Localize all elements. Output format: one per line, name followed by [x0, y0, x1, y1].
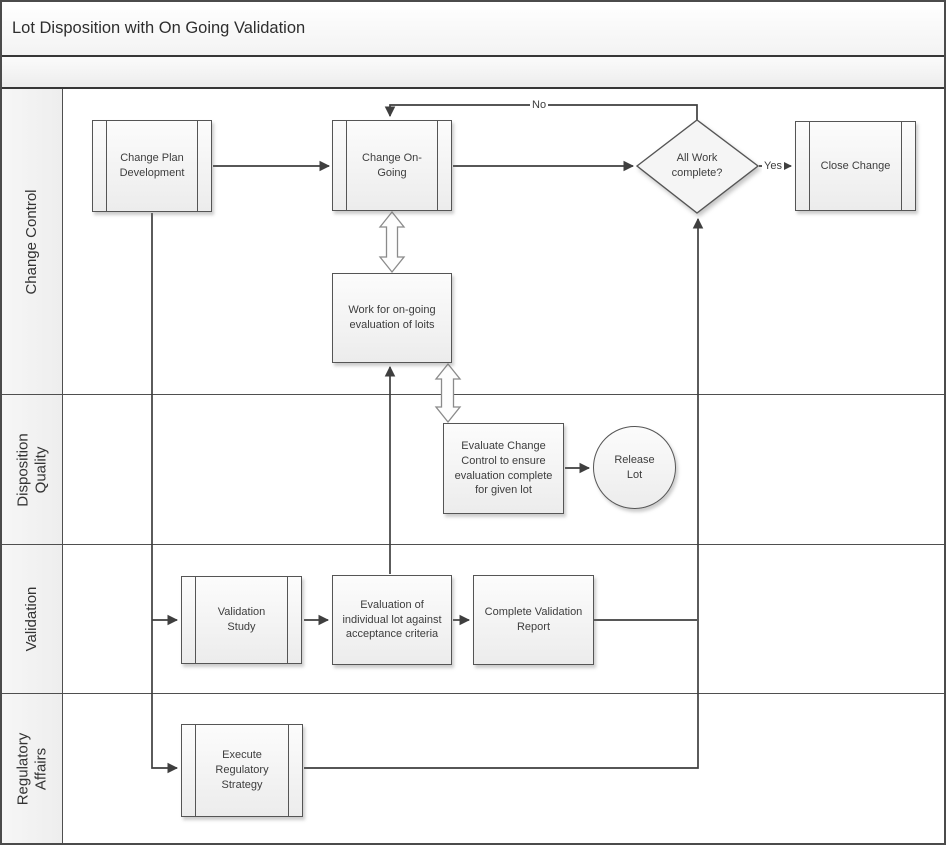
node-evaluate-change-control: Evaluate Change Control to ensure evalua… — [443, 423, 564, 514]
node-label: Change On-Going — [362, 151, 422, 179]
lane-header-regulatory-affairs: Regulatory Affairs — [2, 694, 63, 843]
lane-header-validation: Validation — [2, 545, 63, 693]
node-release-lot: Release Lot — [593, 426, 676, 509]
edge-label-yes: Yes — [762, 159, 784, 173]
diagram-title-bar: Lot Disposition with On Going Validation — [2, 2, 944, 57]
node-label: Evaluate Change Control to ensure evalua… — [454, 439, 553, 497]
lane-label-validation: Validation — [23, 586, 40, 652]
node-work-on-going-evaluation: Work for on-going evaluation of loits — [332, 273, 452, 363]
node-label: Validation Study — [217, 606, 266, 633]
node-label: Execute Regulatory Strategy — [215, 749, 269, 791]
lane-header-disposition-quality: Disposition Quality — [2, 395, 63, 544]
node-label: Work for on-going evaluation of loits — [348, 304, 436, 331]
node-label: Evaluation of individual lot against acc… — [342, 598, 442, 641]
node-label: Release Lot — [614, 453, 655, 481]
node-validation-study: Validation Study — [181, 576, 302, 664]
node-execute-regulatory-strategy: Execute Regulatory Strategy — [181, 724, 303, 817]
node-all-work-complete: All Work complete? — [647, 140, 747, 192]
node-change-on-going: Change On-Going — [332, 120, 452, 211]
node-label: All Work complete? — [671, 152, 723, 179]
node-complete-validation-report: Complete Validation Report — [473, 575, 594, 665]
phase-band — [2, 57, 944, 89]
lane-label-regulatory-affairs: Regulatory Affairs — [14, 732, 49, 805]
node-label: Close Change — [820, 159, 891, 172]
edge-label-no: No — [530, 98, 549, 112]
diagram-title: Lot Disposition with On Going Validation — [12, 19, 306, 37]
lane-label-change-control: Change Control — [23, 188, 40, 295]
node-change-plan-development: Change Plan Development — [92, 120, 212, 212]
node-label: Complete Validation Report — [484, 606, 583, 633]
lane-header-change-control: Change Control — [2, 89, 63, 394]
node-label: Change Plan Development — [119, 152, 185, 179]
lane-label-disposition-quality: Disposition Quality — [14, 432, 49, 507]
lane-regulatory-affairs: Regulatory Affairs — [2, 693, 944, 843]
node-evaluation-individual-lot: Evaluation of individual lot against acc… — [332, 575, 452, 665]
node-close-change: Close Change — [795, 121, 916, 211]
